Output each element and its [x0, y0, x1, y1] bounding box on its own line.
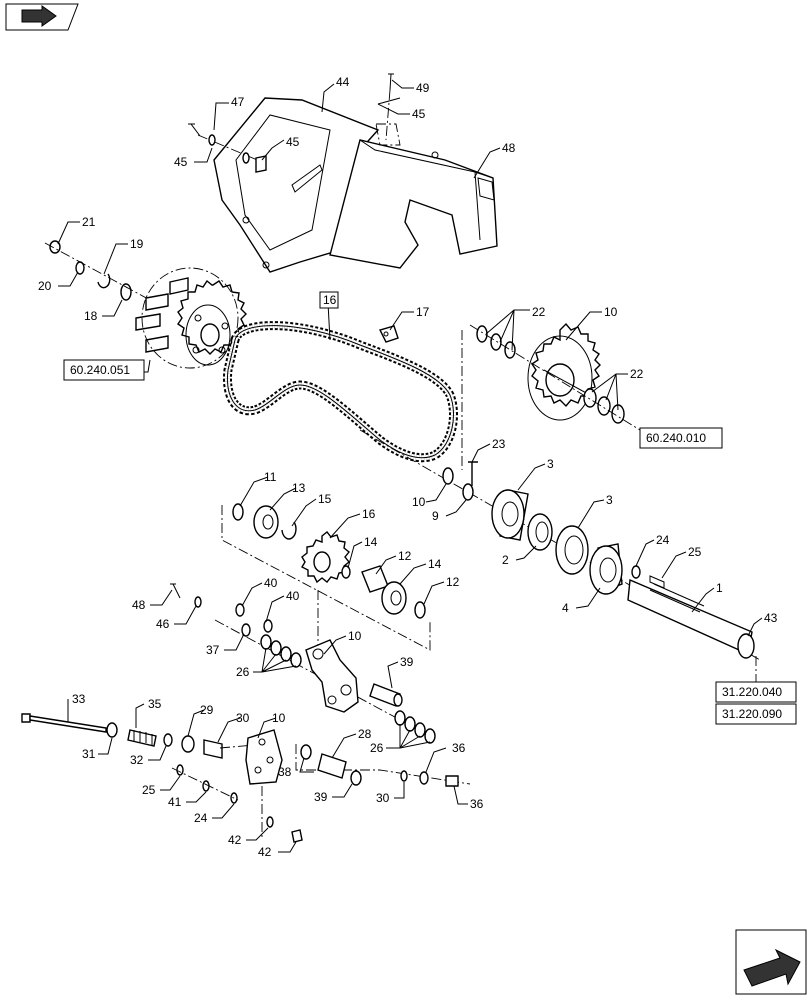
callout-32: 35 [148, 697, 162, 711]
callout-24: 24 [194, 811, 208, 825]
ref-box-31-220-090[interactable]: 31.220.090 [715, 703, 797, 725]
ref-box-60-240-051[interactable]: 60.240.051 [63, 359, 145, 381]
callout-2: 2 [502, 553, 509, 567]
callout-25: 25 [142, 783, 156, 797]
tension-arm [170, 583, 436, 744]
svg-text:31.220.040: 31.220.040 [722, 685, 782, 699]
callout-1: 1 [716, 581, 723, 595]
callout-9: 10 [348, 629, 362, 643]
callout-45: 46 [156, 617, 170, 631]
roller-chain [222, 321, 458, 463]
callout-23: 23 [492, 437, 506, 451]
leader-lines [57, 79, 763, 853]
callout-30: 32 [130, 753, 144, 767]
callout-42: 43 [764, 611, 778, 625]
callout-19: 19 [130, 237, 144, 251]
callout-36: 38 [278, 765, 292, 779]
sprocket-7 [461, 322, 641, 470]
hub-sprocket-assembly [44, 240, 247, 369]
screw-49 [375, 73, 401, 146]
callout-6: 10 [412, 495, 426, 509]
callout-29: 30 [236, 711, 250, 725]
callout-3: 3 [547, 457, 554, 471]
callout-7: 10 [604, 305, 618, 319]
callout-35: 37 [206, 643, 220, 657]
callout-33: 36 [452, 741, 466, 755]
callout-11: 12 [398, 549, 412, 563]
callout-46: 47 [231, 95, 245, 109]
callout-17: 17 [416, 305, 430, 319]
idler-assembly [221, 503, 431, 670]
callout-39: 40 [264, 576, 278, 590]
callout-34: 36 [470, 797, 484, 811]
ref-box-60-240-010[interactable]: 60.240.010 [639, 427, 723, 449]
callout-21: 21 [82, 215, 96, 229]
callout-20: 20 [38, 279, 52, 293]
callout-43: 44 [336, 75, 350, 89]
callout-3: 3 [606, 493, 613, 507]
callout-5: 9 [432, 509, 439, 523]
callout-40: 41 [168, 795, 182, 809]
callout-31: 33 [72, 692, 86, 706]
callout-41: 42 [258, 845, 272, 859]
svg-text:60.240.051: 60.240.051 [70, 363, 130, 377]
screw-46 [188, 123, 267, 173]
svg-text:16: 16 [323, 293, 337, 307]
callout-40: 42 [228, 833, 242, 847]
callout-15: 15 [318, 492, 332, 506]
callout-26: 26 [236, 665, 250, 679]
callout-22: 22 [630, 367, 644, 381]
callout-8: 10 [272, 711, 286, 725]
callout-28: 30 [376, 791, 390, 805]
callout-47: 48 [502, 141, 516, 155]
callout-12: 13 [292, 481, 306, 495]
callout-30: 31 [82, 747, 96, 761]
rod-assembly [21, 713, 471, 843]
callout-38: 40 [286, 589, 300, 603]
part-labels: 44 49 45 47 45 45 48 21 19 20 18 17 10 2… [38, 75, 778, 859]
callout-24: 24 [656, 533, 670, 547]
callout-45: 45 [174, 155, 188, 169]
boxed-callout-16: 16 [319, 291, 339, 309]
next-page-arrow-icon[interactable] [735, 929, 807, 995]
callout-22: 22 [532, 305, 546, 319]
callout-45: 45 [412, 107, 426, 121]
callout-18: 18 [84, 309, 98, 323]
ref-box-31-220-040[interactable]: 31.220.040 [715, 681, 797, 703]
callout-13: 14 [364, 535, 378, 549]
callout-49: 49 [416, 81, 430, 95]
callout-27: 28 [358, 727, 372, 741]
callout-10: 12 [446, 575, 460, 589]
callout-25: 25 [688, 545, 702, 559]
chain-link-17 [378, 325, 399, 343]
svg-text:60.240.010: 60.240.010 [646, 431, 706, 445]
callout-26: 26 [370, 741, 384, 755]
callout-36: 39 [314, 790, 328, 804]
callout-14: 16 [362, 507, 376, 521]
shaft-assembly [359, 429, 761, 661]
cover-47 [329, 139, 498, 269]
callout-44: 45 [286, 135, 300, 149]
callout-28: 29 [200, 703, 214, 717]
book-arrow-icon[interactable] [5, 3, 79, 31]
callout-37: 39 [400, 655, 414, 669]
callout-12: 14 [428, 557, 442, 571]
callout-10: 11 [264, 470, 277, 484]
callout-4: 4 [562, 601, 569, 615]
svg-text:31.220.090: 31.220.090 [722, 707, 782, 721]
callout-48: 48 [132, 598, 146, 612]
